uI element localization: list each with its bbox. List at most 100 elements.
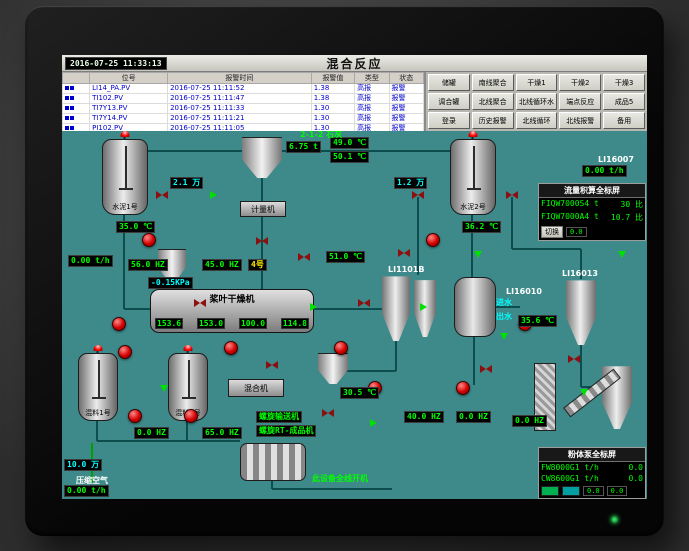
machine-box[interactable]: 计量机 — [240, 201, 286, 217]
agitator-icon — [467, 146, 481, 190]
agitator-icon — [92, 360, 106, 400]
pump-icon[interactable] — [142, 233, 156, 247]
powder-panel-title: 粉体泵全标屏 — [539, 448, 645, 462]
valve-icon[interactable] — [156, 191, 168, 199]
alarm-cell: 2016-07-25 11:11:33 — [167, 103, 312, 114]
value-readout: 0.0 HZ — [134, 427, 169, 439]
buffer-vessel-icon[interactable] — [454, 277, 496, 337]
reactor-tank[interactable]: 水泥2号 — [450, 131, 496, 215]
nav-button[interactable]: 北线聚合 — [471, 93, 514, 110]
nav-button[interactable]: 储罐 — [428, 74, 470, 91]
nav-button[interactable]: 成品5 — [603, 93, 645, 110]
valve-icon[interactable] — [412, 191, 424, 199]
nav-button[interactable]: 北线循环 — [515, 112, 558, 129]
alarm-row-marker-icon — [62, 113, 91, 124]
machine-box[interactable]: 混合机 — [228, 379, 284, 397]
value-readout: 65.0 HZ — [202, 427, 242, 439]
alarm-cell: 1.38 — [310, 83, 356, 94]
flow-row-value: 10.7 比 — [610, 213, 643, 222]
tank-label: 水泥1号 — [112, 203, 138, 211]
valve-icon[interactable] — [358, 299, 370, 307]
valve-icon[interactable] — [480, 365, 492, 373]
nav-button[interactable]: 备用 — [603, 112, 645, 129]
nav-button[interactable]: 北线报警 — [559, 112, 602, 129]
pump-icon[interactable] — [184, 409, 198, 423]
flow-panel-title: 流量积算全标屏 — [539, 184, 645, 198]
pump-icon[interactable] — [456, 381, 470, 395]
monitor-bezel: 2016-07-25 11:33:13 混合反应 位号报警时间报警值类型状态 L… — [25, 6, 664, 536]
alarm-cell: LI14_PA.PV — [89, 83, 169, 94]
pump-icon[interactable] — [118, 345, 132, 359]
powder-row-value: 0.0 — [628, 474, 643, 483]
text-label: 出水 — [496, 312, 512, 321]
valve-icon[interactable] — [398, 249, 410, 257]
alarm-cell: 报警 — [388, 103, 424, 114]
nav-button[interactable]: 干燥1 — [515, 74, 558, 91]
text-label: 压缩空气 — [76, 476, 108, 485]
nav-button[interactable]: 干燥3 — [603, 74, 645, 91]
value-readout: 35.6 ℃ — [518, 315, 558, 327]
flow-arrow-icon — [420, 303, 427, 311]
alarm-cell: TI7Y14.PV — [89, 113, 169, 124]
valve-icon[interactable] — [298, 253, 310, 261]
alarm-cell: TI7Y13.PV — [89, 103, 169, 114]
value-readout: -0.15KPa — [148, 277, 193, 289]
nav-button[interactable]: 历史报警 — [471, 112, 514, 129]
reactor-tank[interactable]: 混料1号 — [78, 345, 118, 421]
value-readout: 10.0 万 — [64, 459, 103, 471]
text-label: LI1101B — [388, 265, 425, 274]
bag-filter-icon — [534, 363, 556, 431]
alarm-col-header: 类型 — [354, 72, 390, 84]
text-label: LI16007 — [598, 155, 634, 164]
alarm-col-header: 报警值 — [310, 72, 356, 84]
alarm-cell: 1.30 — [310, 113, 356, 124]
valve-icon[interactable] — [194, 299, 206, 307]
value-readout: 49.0 ℃ — [330, 137, 370, 149]
nav-button[interactable]: 南线聚合 — [471, 74, 514, 91]
valve-icon[interactable] — [568, 355, 580, 363]
flow-row-value: 30 比 — [620, 200, 643, 209]
dryer-label: 桨叶干燥机 — [209, 295, 255, 305]
powder-row-value: 0.0 — [628, 463, 643, 472]
alarm-col-header: 报警时间 — [167, 72, 312, 84]
pump-icon[interactable] — [128, 409, 142, 423]
alarm-row-marker-icon — [62, 83, 91, 94]
nav-button[interactable]: 登录 — [428, 112, 470, 129]
page-title: 混合反应 — [326, 56, 383, 71]
flow-footer-value: 0.0 — [566, 227, 587, 237]
power-led-icon — [611, 516, 618, 523]
pump-icon[interactable] — [426, 233, 440, 247]
valve-icon[interactable] — [506, 191, 518, 199]
pump-icon[interactable] — [334, 341, 348, 355]
nav-button[interactable]: 调合罐 — [428, 93, 470, 110]
value-readout: 1.2 万 — [394, 177, 428, 189]
nav-button[interactable]: 北线循环水 — [515, 93, 558, 110]
pump-icon[interactable] — [224, 341, 238, 355]
agitator-icon — [182, 360, 196, 400]
flow-switch-button[interactable]: 切换 — [541, 226, 563, 238]
nav-button[interactable]: 干燥2 — [559, 74, 602, 91]
valve-icon[interactable] — [266, 361, 278, 369]
text-label: 此设备全线开机 — [312, 474, 368, 483]
nav-button[interactable]: 端点反应 — [559, 93, 602, 110]
alarm-cell: 报警 — [388, 113, 424, 124]
reactor-tank[interactable]: 水泥1号 — [102, 131, 148, 215]
pump-icon[interactable] — [112, 317, 126, 331]
flow-row-label: FIQW7000A4 t — [541, 212, 599, 221]
valve-icon[interactable] — [256, 237, 268, 245]
valve-icon[interactable] — [322, 409, 334, 417]
